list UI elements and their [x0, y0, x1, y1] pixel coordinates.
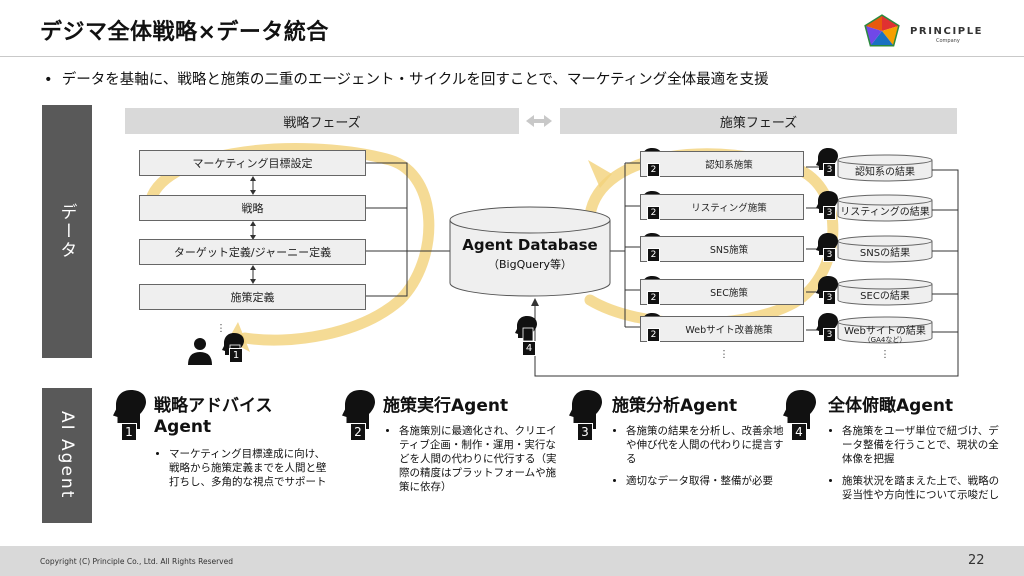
- result-website: Webサイトの結果: [844, 326, 926, 337]
- strategy-db-connectors: [366, 162, 450, 297]
- badge-exec-2e: 2: [647, 328, 660, 342]
- agent-card-3-bullet-2: 適切なデータ取得・整備が必要: [626, 474, 786, 488]
- agent-card-3-bullets: 各施策の結果を分析し、改善余地や伸び代を人間の代わりに提言する 適切なデータ取得…: [612, 424, 786, 496]
- execution-sec: SEC施策: [640, 279, 804, 305]
- badge-result-3b: 3: [823, 206, 836, 220]
- execution-ellipsis: ︙: [719, 350, 729, 361]
- agent-card-4-title: 全体俯瞰Agent: [828, 396, 954, 416]
- strategy-step-arrowheads: [250, 176, 256, 284]
- human-user-icon: [188, 338, 212, 365]
- agent-card-3-bullet-1: 各施策の結果を分析し、改善余地や伸び代を人間の代わりに提言する: [626, 424, 786, 466]
- execution-sns: SNS施策: [640, 236, 804, 262]
- strategy-step-strategy: 戦略: [139, 195, 366, 221]
- agent-card-1-bullet: マーケティング目標達成に向け、戦略から施策定義までを人間と壁打ちし、多角的な視点…: [169, 447, 329, 489]
- badge-result-3a: 3: [823, 163, 836, 177]
- subtitle-text: データを基軸に、戦略と施策の二重のエージェント・サイクルを回すことで、マーケティ…: [61, 72, 769, 88]
- execution-listing: リスティング施策: [640, 194, 804, 220]
- result-ellipsis: ︙: [880, 350, 890, 361]
- agent-card-2-bullets: 各施策別に最適化され、クリエイティブ企画・制作・運用・実行などを人間の代わりに代…: [385, 424, 559, 502]
- agent-card-4-bullet-2: 施策状況を踏まえた上で、戦略の妥当性や方向性について示唆だし: [842, 474, 1002, 502]
- agent-card-2-title: 施策実行Agent: [383, 396, 509, 416]
- agent-database-subtitle: （BigQuery等）: [487, 258, 572, 271]
- badge-agent-4: 4: [522, 341, 536, 356]
- page-title: デジマ全体戦略×データ統合: [40, 20, 329, 45]
- title-divider: [0, 56, 1024, 57]
- phase-double-arrow: [526, 115, 552, 127]
- phase-execution: 施策フェーズ: [560, 108, 957, 134]
- feedback-arrowhead: [531, 298, 539, 306]
- copyright-text: Copyright (C) Principle Co., Ltd. All Ri…: [40, 557, 233, 566]
- agent-card-3-title: 施策分析Agent: [612, 396, 738, 416]
- execution-cycle-arrowhead: [588, 160, 612, 188]
- badge-exec-2b: 2: [647, 206, 660, 220]
- side-label-agent-text: AI Agent: [57, 411, 77, 500]
- subtitle: • データを基軸に、戦略と施策の二重のエージェント・サイクルを回すことで、マーケ…: [44, 72, 769, 88]
- result-awareness: 認知系の結果: [855, 167, 915, 178]
- result-sns: SNSの結果: [859, 248, 911, 259]
- badge-exec-2c: 2: [647, 248, 660, 262]
- agent-card-1-bullets: マーケティング目標達成に向け、戦略から施策定義までを人間と壁打ちし、多角的な視点…: [155, 447, 329, 497]
- agent-card-3-badge: 3: [577, 423, 593, 441]
- agent-card-1-badge: 1: [121, 423, 137, 441]
- agent-card-1-title: 戦略アドバイス Agent: [154, 396, 273, 437]
- company-logo-icon: [864, 14, 900, 47]
- agent-database-cylinder: [449, 206, 611, 297]
- logo-subtext: Company: [936, 38, 960, 44]
- agent-card-4-badge: 4: [791, 423, 807, 441]
- strategy-ellipsis: ︙: [216, 324, 226, 335]
- page-number: 22: [968, 553, 985, 568]
- execution-awareness: 認知系施策: [640, 151, 804, 177]
- result-sec: SECの結果: [860, 291, 910, 302]
- agent-card-4-bullet-1: 各施策をユーザ単位で紐づけ、データ整備を行うことで、現状の全体像を把握: [842, 424, 1002, 466]
- ai-head-icons-agents: [113, 390, 816, 429]
- side-label-agent: AI Agent: [42, 388, 92, 523]
- badge-exec-2a: 2: [647, 163, 660, 177]
- badge-result-3d: 3: [823, 291, 836, 305]
- agent-database-title: Agent Database: [462, 236, 598, 254]
- strategy-step-goal: マーケティング目標設定: [139, 150, 366, 176]
- strategy-step-target: ターゲット定義/ジャーニー定義: [139, 239, 366, 265]
- badge-agent-1: 1: [229, 348, 243, 363]
- agent-card-2-bullet: 各施策別に最適化され、クリエイティブ企画・制作・運用・実行などを人間の代わりに代…: [399, 424, 559, 494]
- phase-strategy: 戦略フェーズ: [125, 108, 519, 134]
- db-execution-connectors: [610, 162, 640, 328]
- agent-card-2-badge: 2: [350, 423, 366, 441]
- result-cylinders: [837, 154, 933, 344]
- side-label-data-text: データ: [56, 203, 77, 260]
- result-website-note: （GA4など）: [863, 336, 907, 344]
- badge-result-3e: 3: [823, 328, 836, 342]
- logo-text: PRINCIPLE: [910, 26, 984, 37]
- strategy-step-measures: 施策定義: [139, 284, 366, 310]
- badge-result-3c: 3: [823, 248, 836, 262]
- agent-card-4-bullets: 各施策をユーザ単位で紐づけ、データ整備を行うことで、現状の全体像を把握 施策状況…: [828, 424, 1002, 510]
- execution-website: Webサイト改善施策: [640, 316, 804, 342]
- side-label-data: データ: [42, 105, 92, 358]
- badge-exec-2d: 2: [647, 291, 660, 305]
- result-listing: リスティングの結果: [840, 207, 930, 218]
- footer-bar: [0, 546, 1024, 576]
